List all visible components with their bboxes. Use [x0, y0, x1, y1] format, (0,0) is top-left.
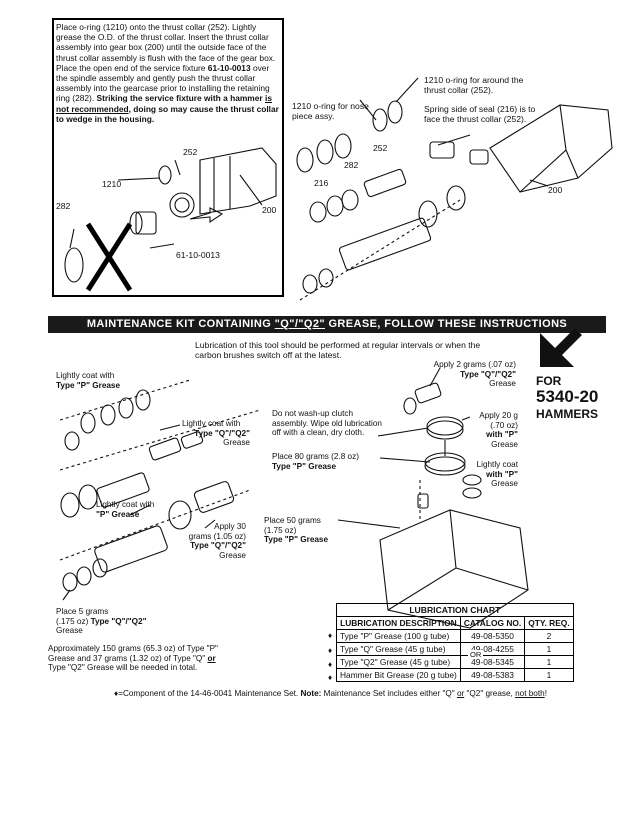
- maintenance-banner: MAINTENANCE KIT CONTAINING "Q"/"Q2" GREA…: [48, 316, 606, 333]
- header-catalog: CATALOG NO.: [459, 616, 526, 630]
- banner-pre: MAINTENANCE KIT CONTAINING: [86, 318, 275, 330]
- callout-place5: Place 5 grams(.175 oz) Type "Q"/"Q2"Grea…: [56, 607, 147, 636]
- instr-warn1: Striking the service fixture with a hamm…: [96, 93, 265, 104]
- footnote: ♦=Component of the 14-46-0041 Maintenanc…: [114, 689, 547, 698]
- instr-p1: Place o-ring (1210) onto the thrust coll…: [56, 22, 276, 73]
- lubrication-chart: LUBRICATION CHART LUBRICATION DESCRIPTIO…: [336, 603, 574, 682]
- instruction-box: [52, 18, 284, 297]
- gear-icon: [424, 456, 466, 476]
- header-qty: QTY. REQ.: [524, 616, 574, 630]
- label-spring-side: Spring side of seal (216) is to face the…: [424, 104, 536, 124]
- spindle-piece-icon: [148, 437, 182, 461]
- instr-warn-underline: is not recommended: [56, 93, 272, 114]
- oring-icon: [296, 147, 314, 173]
- hammers-label: HAMMERS: [536, 407, 598, 421]
- diamond-icon: ♦: [328, 631, 333, 640]
- label-fixture: 61-10-0013: [176, 250, 220, 260]
- header-description: LUBRICATION DESCRIPTION: [336, 616, 461, 630]
- label-282: 282: [56, 201, 71, 211]
- label-200: 200: [262, 205, 277, 215]
- gear-icon: [418, 200, 438, 228]
- diamond-icon: ♦: [328, 673, 333, 682]
- large-gear-icon: [426, 420, 464, 440]
- arrow-down-left-icon: [540, 328, 582, 367]
- callout-apply2: Apply 2 grams (.07 oz)Type "Q"/"Q2"Greas…: [433, 360, 516, 389]
- spindle-icon: [363, 168, 407, 198]
- chart-title: LUBRICATION CHART: [336, 603, 574, 616]
- instr-fixture: 61-10-0013: [207, 62, 251, 73]
- lubrication-note: Lubrication of this tool should be perfo…: [195, 340, 481, 360]
- label-tr-200: 200: [548, 185, 563, 195]
- instruction-text: Place o-ring (1210) onto the thrust coll…: [56, 22, 282, 124]
- label-1210: 1210: [102, 179, 122, 189]
- oring-icon: [387, 100, 403, 124]
- banner-grease: "Q"/"Q2": [274, 318, 325, 330]
- or-label: OR: [468, 650, 484, 659]
- label-tr-216: 216: [314, 178, 329, 188]
- model-number: 5340-20: [536, 387, 599, 406]
- chart-header-row: LUBRICATION DESCRIPTION CATALOG NO. QTY.…: [336, 616, 574, 630]
- callout-apply20: Apply 20 g(.70 oz)with "P"Grease: [479, 411, 518, 449]
- instr-warn2: , doing so may cause the thrust collar t…: [56, 103, 279, 124]
- label-tr-282: 282: [344, 160, 359, 170]
- diamond-icon: ♦: [328, 646, 333, 655]
- instr-p2: over the spindle assembly and gently pus…: [56, 62, 270, 104]
- diamond-icon: ♦: [328, 660, 333, 669]
- label-tr-252: 252: [373, 143, 388, 153]
- callout-coat-p2: Lightly coat with"P" Grease: [96, 500, 155, 519]
- label-252: 252: [183, 147, 198, 157]
- oring-icon: [64, 431, 80, 451]
- label-nose-oring: 1210 o-ring for nose piece assy.: [292, 101, 369, 121]
- label-thrust-oring: 1210 o-ring for around the thrust collar…: [424, 75, 524, 95]
- banner-post: GREASE, FOLLOW THESE INSTRUCTIONS: [325, 318, 568, 330]
- approx-note: Approximately 150 grams (65.3 oz) of Typ…: [48, 644, 218, 673]
- for-label: FOR: [536, 374, 562, 388]
- callout-place50: Place 50 grams(1.75 oz)Type "P" Grease: [264, 516, 329, 545]
- spindle-icon: [94, 525, 168, 573]
- callout-place80: Place 80 grams (2.8 oz)Type "P" Grease: [272, 452, 359, 471]
